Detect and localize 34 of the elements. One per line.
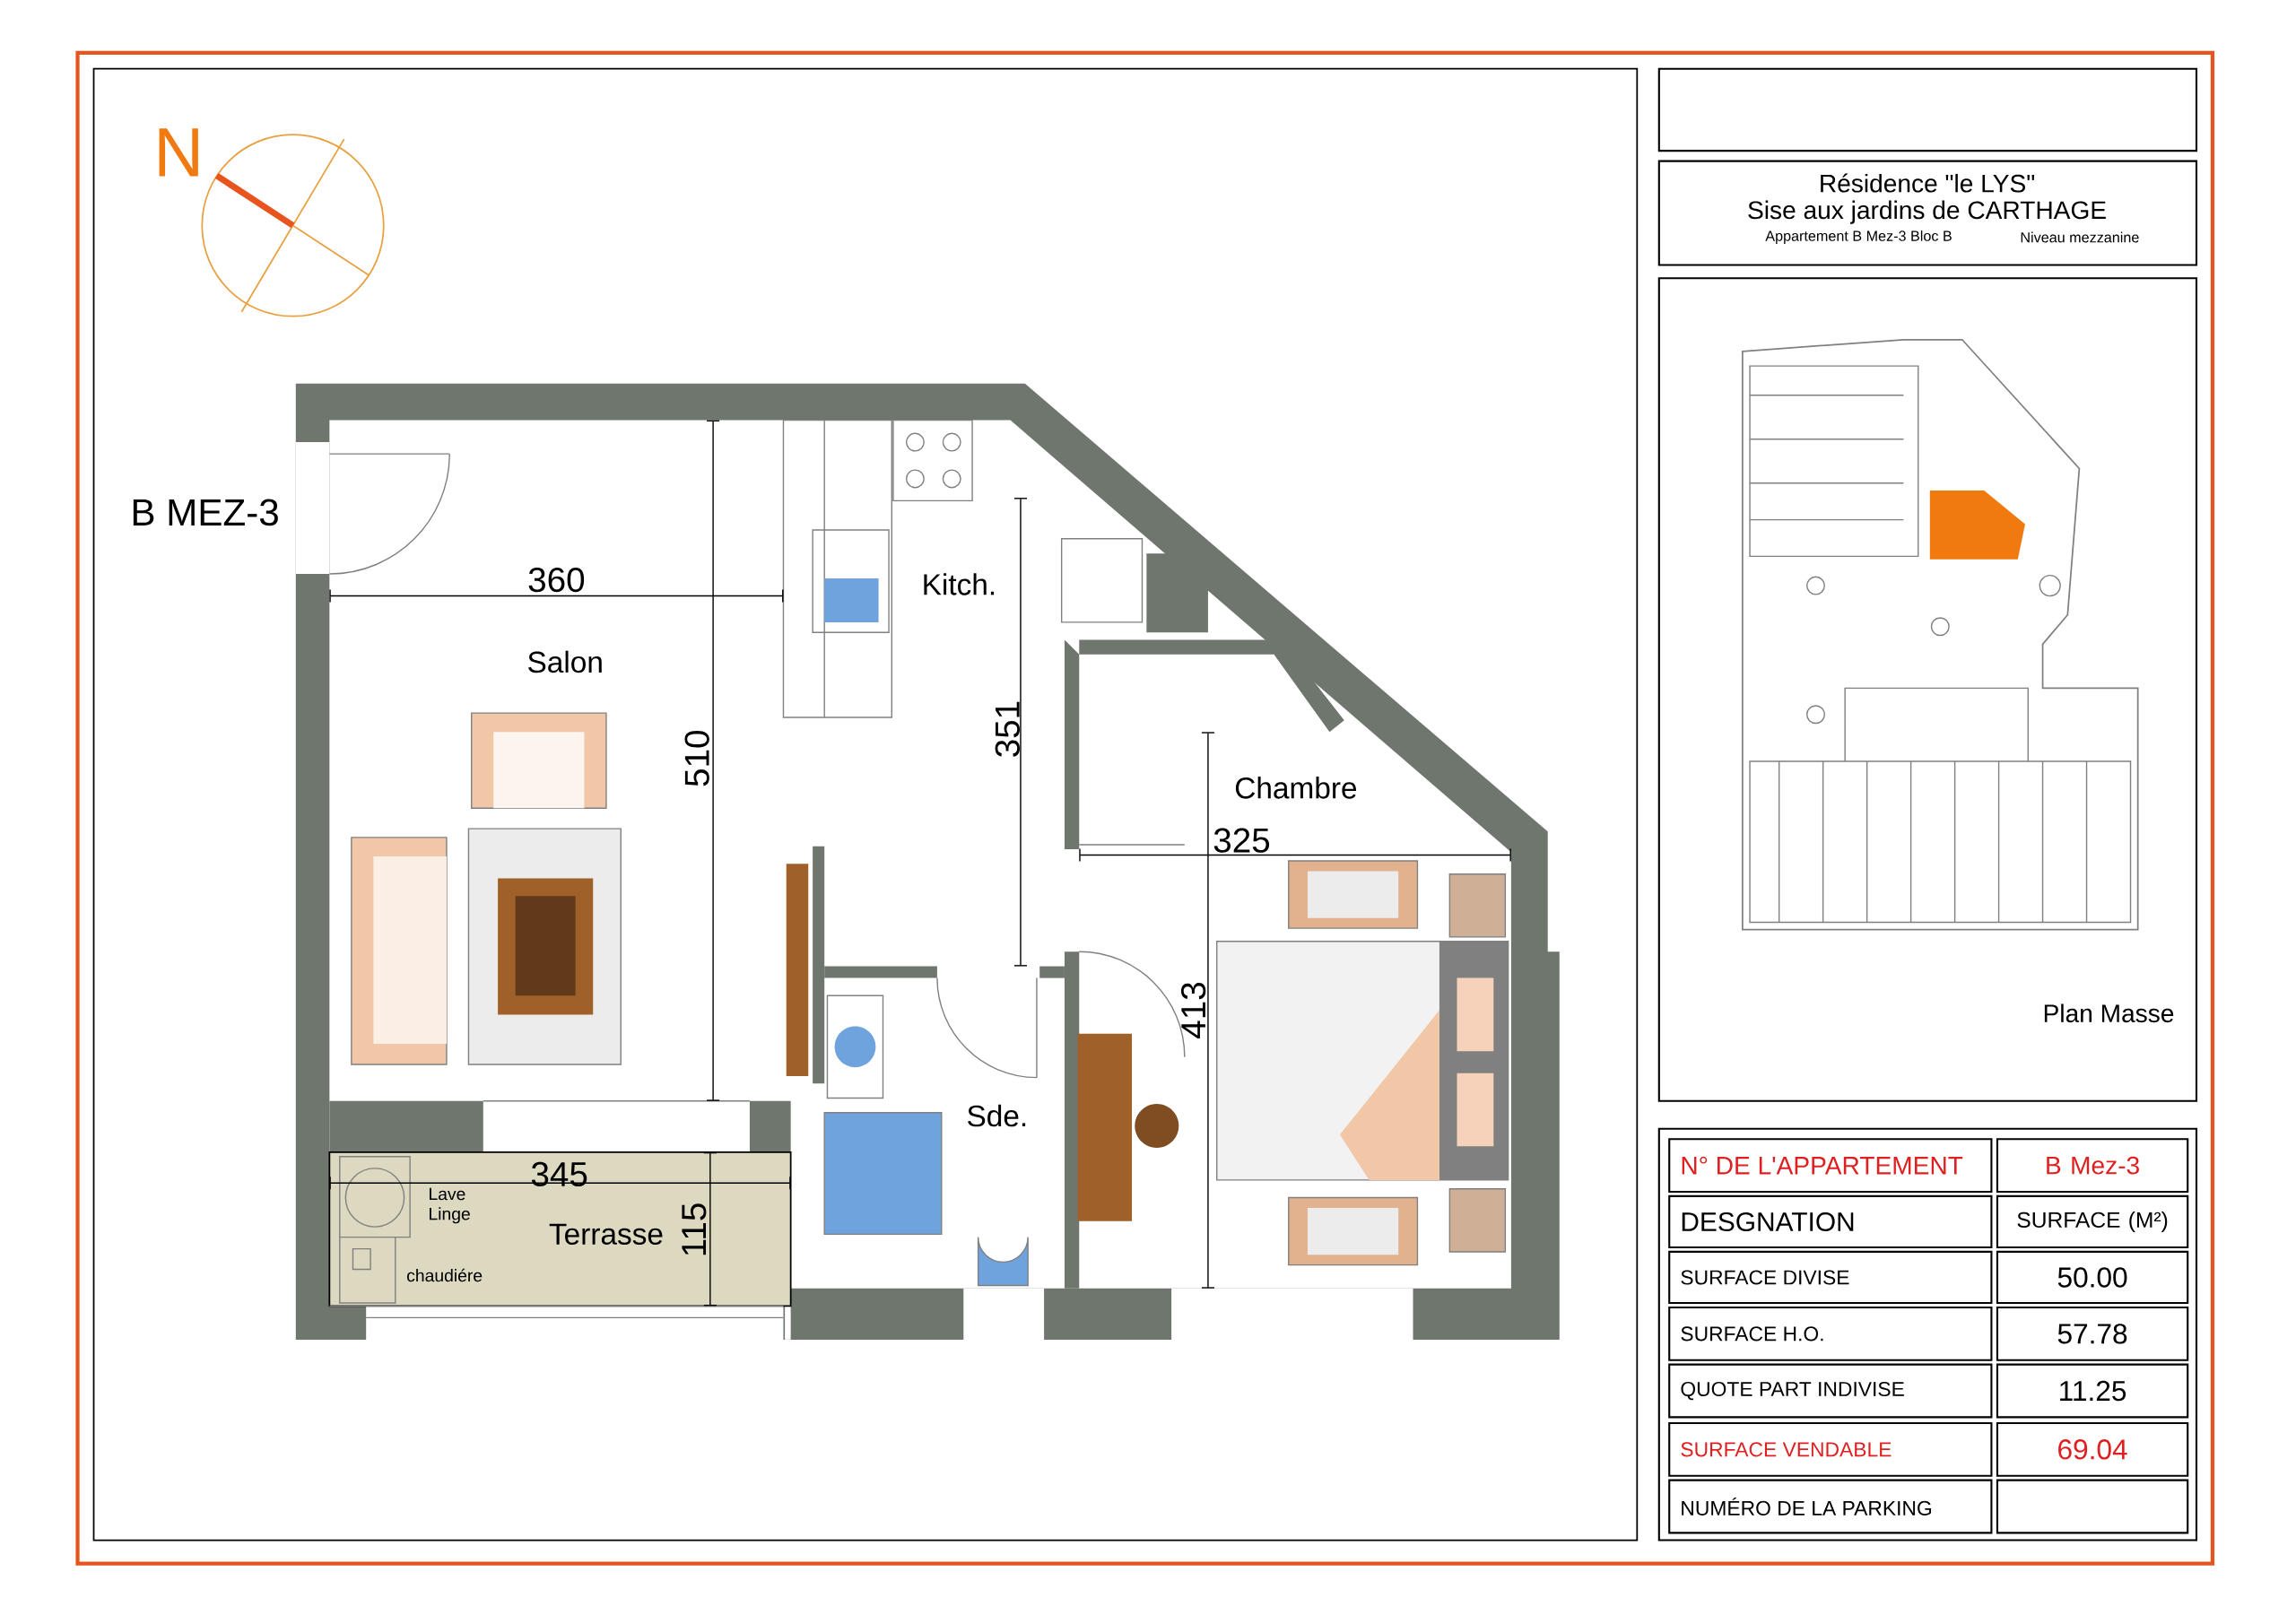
subheading-text: Niveau mezzanine bbox=[2021, 231, 2139, 243]
dimension-label: 325 bbox=[1213, 828, 1270, 854]
fixture-label: chaudiére bbox=[407, 1269, 483, 1282]
room-label: Chambre bbox=[1235, 777, 1357, 799]
heading-text: Sise aux jardins de CARTHAGE bbox=[1748, 200, 2106, 225]
table-cell: QUOTE PART INDIVISE bbox=[1668, 1363, 1993, 1419]
table-cell: 11.25 bbox=[1996, 1363, 2189, 1419]
dimension-label: 360 bbox=[528, 568, 585, 593]
room-label: Terrasse bbox=[549, 1223, 663, 1246]
caption-text: Plan Masse bbox=[2044, 1003, 2174, 1023]
table-cell: SURFACE VENDABLE bbox=[1668, 1422, 1993, 1477]
room-label: Sde. bbox=[968, 1105, 1026, 1127]
room-label: Kitch. bbox=[924, 573, 995, 595]
table-cell: SURFACE DIVISE bbox=[1668, 1251, 1993, 1305]
dimension-label: 510 bbox=[684, 731, 709, 786]
table-cell: SURFACE (M²) bbox=[1996, 1195, 2189, 1249]
table-cell: SURFACE H.O. bbox=[1668, 1307, 1993, 1361]
dimension-label: 413 bbox=[1181, 983, 1206, 1039]
fixture-label: Lave Linge bbox=[430, 1188, 470, 1224]
table-cell: 57.78 bbox=[1996, 1307, 2189, 1361]
dimension-label: 351 bbox=[995, 701, 1020, 758]
compass-letter: N bbox=[159, 128, 198, 177]
table-cell: N° DE L'APPARTEMENT bbox=[1668, 1138, 1993, 1194]
dimension-label: 345 bbox=[531, 1161, 587, 1187]
table-cell: DESGNATION bbox=[1668, 1195, 1993, 1249]
unit-label: B MEZ-3 bbox=[133, 499, 278, 526]
table-cell: NUMÉRO DE LA PARKING bbox=[1668, 1479, 1993, 1534]
room-label: Salon bbox=[528, 650, 602, 673]
table-cell: 69.04 bbox=[1996, 1422, 2189, 1477]
heading-text: Résidence "le LYS" bbox=[1821, 173, 2034, 193]
table-cell: 50.00 bbox=[1996, 1251, 2189, 1305]
subheading-text: Appartement B Mez-3 Bloc B bbox=[1765, 230, 1952, 245]
table-cell: B Mez-3 bbox=[1996, 1138, 2189, 1194]
dimension-label: 115 bbox=[682, 1203, 707, 1255]
